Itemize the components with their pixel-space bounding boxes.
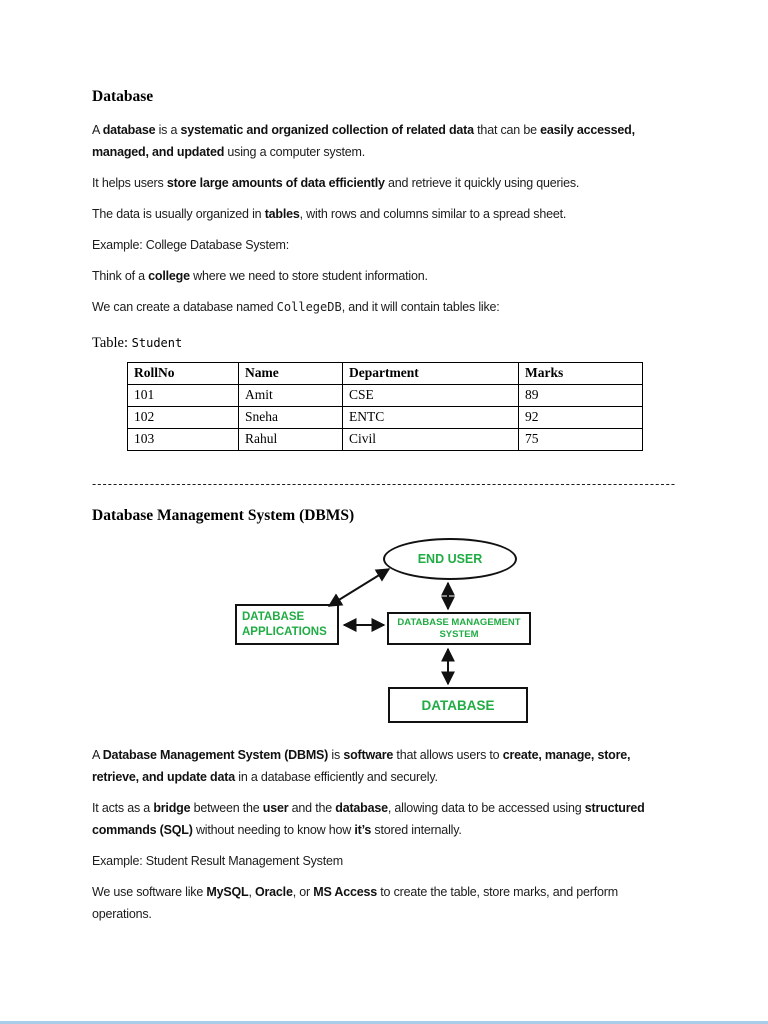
text-segment: without needing to know how [192,823,355,837]
paragraph-database-definition: A database is a systematic and organized… [92,119,676,163]
text-segment: using a computer system. [224,145,366,159]
text-segment: A [92,748,103,762]
paragraph-dbms-definition: A Database Management System (DBMS) is s… [92,744,676,788]
text-segment: , or [292,885,314,899]
database-node: DATABASE [388,687,528,723]
text-segment: The data is usually organized in [92,207,265,221]
text-segment: it’s [354,823,372,837]
table-cell: 103 [127,428,239,451]
table-cell: Rahul [238,428,343,451]
table-cell: 89 [518,384,643,407]
text-segment: , [248,885,255,899]
text-segment: Example: College Database System: [92,238,289,252]
page-title: Database [92,88,154,105]
paragraph-bridge: It acts as a bridge between the user and… [92,797,676,841]
text-segment: , with rows and columns similar to a spr… [299,207,567,221]
text-segment: software [343,748,394,762]
text-segment: It acts as a [92,801,154,815]
text-segment: is a [155,123,181,137]
text-segment: and retrieve it quickly using queries. [384,176,580,190]
text-segment: systematic and organized collection of r… [180,123,475,137]
dbms-node: DATABASE MANAGEMENT SYSTEM [387,612,531,645]
table-caption: Table: Student [92,332,676,354]
table-cell: ENTC [342,406,519,429]
text-segment: tables [264,207,300,221]
text-segment: between the [190,801,263,815]
page-bottom-edge [0,1021,768,1024]
database-applications-node: DATABASE APPLICATIONS [235,604,339,645]
text-segment: , allowing data to be accessed using [387,801,585,815]
text-segment: database [102,123,156,137]
table-cell: 102 [127,406,239,429]
end-user-node: END USER [383,538,517,580]
text-segment: to create the table, store marks, and pe… [92,885,618,921]
text-segment: Think of a [92,269,149,283]
paragraph-helps-users: It helps users store large amounts of da… [92,172,676,194]
text-segment: where we need to store student informati… [189,269,428,283]
end-user-label: END USER [417,552,483,566]
text-segment: database [335,801,388,815]
text-segment: and the [288,801,336,815]
paragraph-software-mysql: We use software like MySQL, Oracle, or M… [92,881,676,925]
dbms-diagram: END USER DATABASE APPLICATIONS DATABASE … [92,530,676,728]
table-header-cell: RollNo [127,362,239,385]
text-segment: We use software like [92,885,207,899]
paragraph-example-student-result: Example: Student Result Management Syste… [92,850,676,872]
table-header-cell: Department [342,362,519,385]
dbms-label-line2: SYSTEM [439,628,479,640]
arrow-enduser-dbapps [327,568,391,607]
text-segment: college [148,269,190,283]
paragraph-example-college: Example: College Database System: [92,234,676,256]
text-segment: Oracle [254,885,293,899]
text-segment: that allows users to [393,748,503,762]
table-cell: CSE [342,384,519,407]
text-segment: bridge [153,801,191,815]
text-segment: MySQL [206,885,249,899]
text-segment: stored internally. [371,823,462,837]
text-segment: Student [131,336,183,350]
text-segment: structured commands (SQL) [92,801,645,837]
table-header-cell: Name [238,362,343,385]
table-cell: 75 [518,428,643,451]
dashed-separator: ----------------------------------------… [92,477,676,491]
dbms-label-line1: DATABASE MANAGEMENT [397,616,521,628]
text-segment: CollegeDB [276,300,342,314]
database-applications-label-line1: DATABASE [242,610,305,623]
text-segment: Database Management System (DBMS) [102,748,329,762]
database-applications-label-line2: APPLICATIONS [242,625,327,638]
text-segment: , and it will contain tables like: [341,300,500,314]
table-cell: 92 [518,406,643,429]
text-segment: Table: [92,335,132,351]
paragraph-organized-in-tables: The data is usually organized in tables,… [92,203,676,225]
table-cell: Civil [342,428,519,451]
table-cell: 101 [127,384,239,407]
text-segment: It helps users [92,176,167,190]
text-segment: easily accessed, managed, and updated [92,123,635,159]
dbms-heading: Database Management System (DBMS) [92,507,355,524]
text-segment: is [328,748,344,762]
table-cell: Amit [238,384,343,407]
table-header-cell: Marks [518,362,643,385]
text-segment: We can create a database named [92,300,277,314]
text-segment: Example: Student Result Management Syste… [92,854,343,868]
text-segment: create, manage, store, retrieve, and upd… [92,748,631,784]
text-segment: that can be [473,123,541,137]
text-segment: in a database efficiently and securely. [234,770,438,784]
text-segment: user [262,801,289,815]
text-segment: store large amounts of data efficiently [166,176,385,190]
text-segment: MS Access [313,885,377,899]
paragraph-collegedb: We can create a database named CollegeDB… [92,296,676,318]
document-content: Database A database is a systematic and … [92,88,676,934]
database-label: DATABASE [421,697,495,713]
table-cell: Sneha [238,406,343,429]
paragraph-think-college: Think of a college where we need to stor… [92,265,676,287]
text-segment: A [92,123,103,137]
